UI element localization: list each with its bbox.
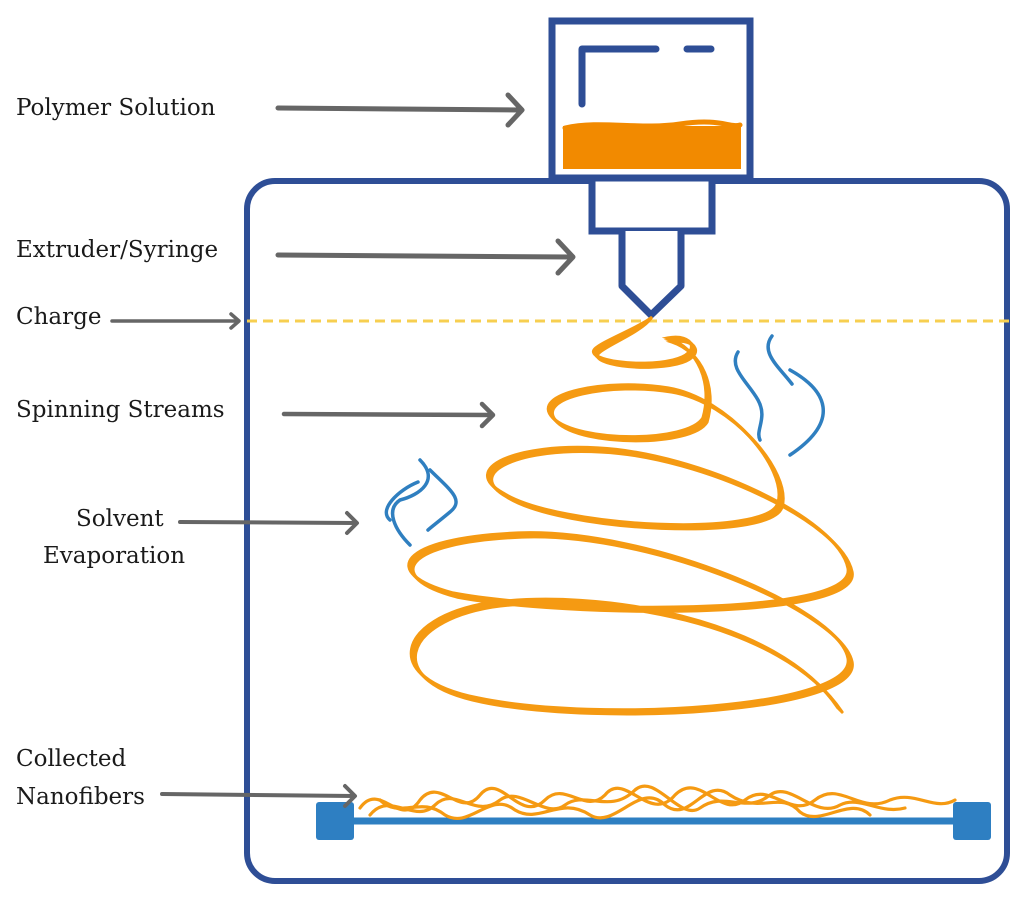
syringe-barrel	[588, 174, 716, 235]
arrowhead-charge	[229, 312, 241, 330]
arrow-extruder-syringe	[275, 252, 575, 260]
arrowhead-extruder-syringe	[555, 238, 576, 276]
arrow-collected-nanofibers	[160, 792, 356, 798]
arrowhead-spinning-streams	[479, 401, 496, 429]
label-collected-line2: Nanofibers	[16, 784, 145, 810]
reservoir-glare	[578, 45, 660, 108]
collector-block-right	[953, 802, 991, 840]
arrowhead-polymer-solution	[505, 92, 525, 128]
collected-nanofibers	[358, 784, 957, 821]
label-spinning-streams: Spinning Streams	[16, 397, 225, 423]
label-charge: Charge	[16, 304, 102, 330]
arrow-solvent-evaporation	[178, 520, 358, 525]
syringe-needle	[618, 231, 685, 319]
vapor-wisps-right	[733, 334, 825, 457]
spinning-stream-spiral	[407, 316, 854, 716]
collector-block-left	[316, 802, 354, 840]
polymer-solution-fill	[563, 126, 741, 169]
label-polymer-solution: Polymer Solution	[16, 95, 216, 121]
arrowhead-solvent-evaporation	[345, 511, 359, 535]
arrow-polymer-solution	[275, 105, 523, 113]
label-extruder-syringe: Extruder/Syringe	[16, 237, 219, 263]
arrow-spinning-streams	[281, 411, 495, 418]
arrowhead-collected-nanofibers	[343, 784, 357, 808]
vapor-wisps-left	[384, 458, 458, 547]
label-solvent-line2: Evaporation	[43, 543, 186, 569]
polymer-solution-surface	[562, 119, 743, 131]
label-collected-line1: Collected	[16, 746, 127, 772]
label-solvent-line1: Solvent	[76, 506, 164, 532]
